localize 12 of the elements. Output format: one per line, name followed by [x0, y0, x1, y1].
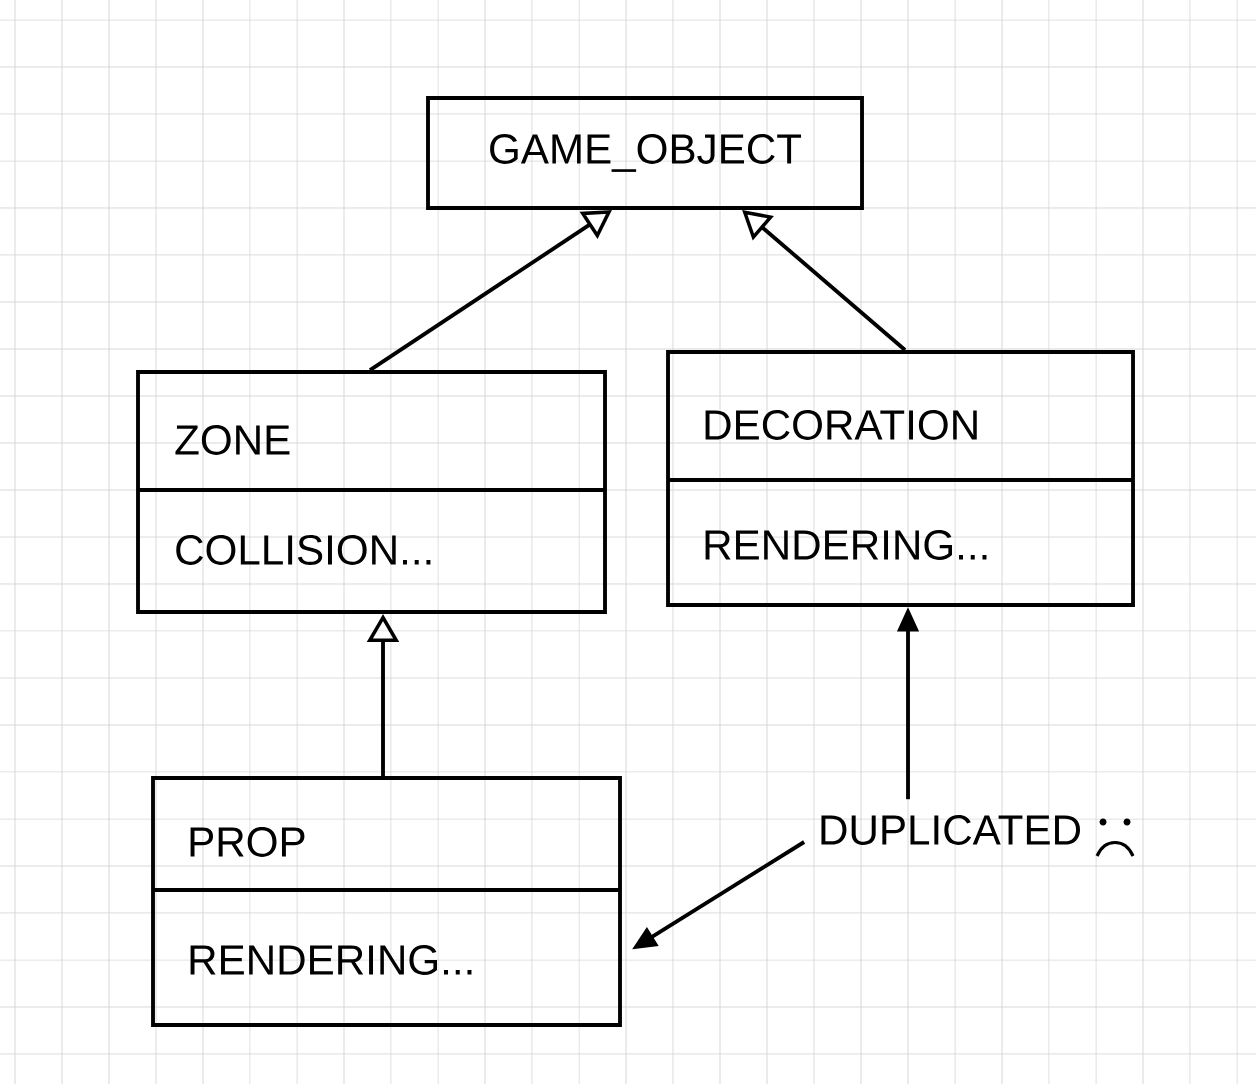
class-member: RENDERING... — [190, 945, 472, 975]
class-box — [666, 350, 1135, 607]
class-name: PROP — [190, 827, 305, 857]
class-box — [151, 776, 622, 1027]
inheritance-arrow — [742, 210, 907, 352]
class-box: GAME_OBJECT — [426, 96, 864, 210]
class-name: ZONE — [175, 425, 290, 455]
class-member: RENDERING... — [705, 530, 987, 560]
class-member: COLLISION... — [176, 535, 431, 565]
note-text: DUPLICATED — [821, 815, 1080, 845]
class-name: DECORATION — [705, 410, 977, 440]
class-box — [136, 370, 607, 614]
